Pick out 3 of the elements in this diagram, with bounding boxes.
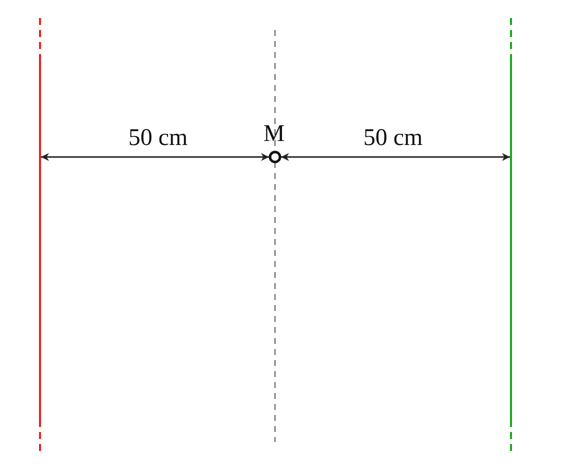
- point-label: M: [263, 122, 285, 146]
- dimension-label: 50 cm: [128, 126, 188, 150]
- dimension-label: 50 cm: [363, 126, 423, 150]
